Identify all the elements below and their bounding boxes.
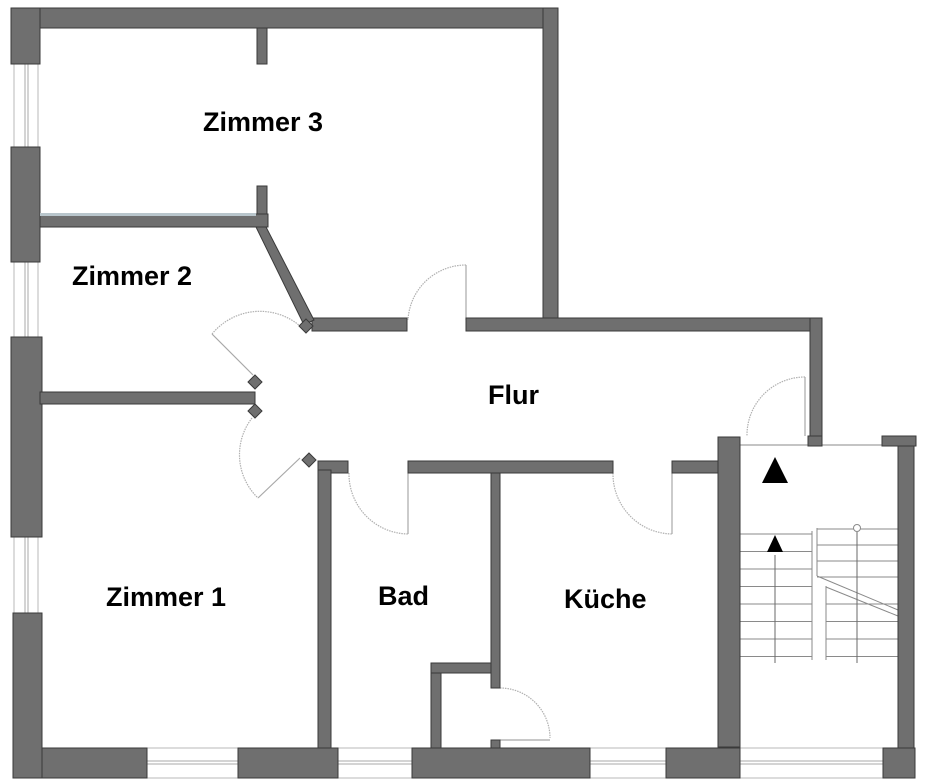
wall-left-1 — [10, 7, 41, 65]
room-label-bad: Bad — [378, 581, 429, 611]
wall-bottom-1 — [41, 747, 148, 779]
door-bad-swing — [348, 472, 409, 535]
wall-bad-left — [317, 469, 332, 749]
wall-bottom-2 — [237, 747, 339, 779]
wall-left-2 — [10, 146, 41, 263]
up-arrow-icon — [762, 457, 788, 483]
wall-zimmer2-bottom — [39, 391, 256, 405]
wall-bad-kueche — [490, 472, 501, 689]
wall-partition-stub-top — [256, 27, 268, 65]
door-stop-3 — [247, 403, 263, 419]
door-zimmer2-leaf — [211, 333, 254, 376]
window-stair-bottom — [739, 747, 884, 779]
doors-layer — [211, 264, 806, 741]
wall-bottom-3 — [411, 747, 591, 779]
walls-layer — [10, 7, 917, 779]
staircase — [740, 444, 899, 663]
window-zimmer1-left — [13, 536, 39, 614]
wall-flur-top-1 — [311, 317, 408, 332]
wall-stair-right-top — [881, 435, 917, 447]
wall-flur-bottom-3 — [671, 460, 723, 474]
wall-bottom-4 — [665, 747, 741, 779]
wall-diagonal — [255, 226, 315, 326]
wall-bottom-5 — [882, 747, 916, 779]
wall-flur-right-base — [807, 435, 823, 447]
door-wc-swing — [499, 687, 551, 739]
wall-left-3 — [10, 336, 43, 538]
window-zimmer1-bottom — [146, 747, 239, 779]
windows-layer — [13, 63, 884, 779]
door-stop-4 — [301, 452, 317, 468]
room-labels: Zimmer 3 Zimmer 2 Flur Zimmer 1 Bad Küch… — [72, 107, 647, 614]
wall-left-4 — [12, 612, 43, 779]
door-entrance-swing — [746, 376, 806, 437]
wall-glass-strip — [40, 213, 256, 216]
wall-top — [39, 7, 544, 29]
room-label-kueche: Küche — [564, 584, 647, 614]
wall-flur-top-2 — [465, 317, 823, 332]
wall-wc-left — [430, 672, 442, 749]
up-arrow-icon — [767, 535, 783, 552]
door-zimmer1-leaf — [257, 457, 301, 499]
door-zimmer3-swing — [407, 264, 467, 321]
window-bad-bottom — [337, 747, 413, 779]
door-stop-1 — [298, 318, 314, 334]
room-label-zimmer-1: Zimmer 1 — [106, 582, 226, 612]
wall-wc-top — [430, 662, 492, 674]
door-kueche-swing — [612, 472, 673, 535]
door-zimmer2-swing — [211, 310, 301, 335]
room-label-zimmer-3: Zimmer 3 — [203, 107, 323, 137]
stair-cut-line-2 — [825, 586, 899, 617]
wall-flur-right — [809, 317, 823, 445]
wall-wc-stub — [490, 739, 501, 749]
door-stop-2 — [247, 374, 263, 390]
room-label-flur: Flur — [488, 380, 539, 410]
wall-zimmer3-right — [542, 7, 559, 324]
wall-stair-left — [717, 436, 741, 748]
room-label-zimmer-2: Zimmer 2 — [72, 261, 192, 291]
wall-flur-bottom-2 — [407, 460, 614, 474]
window-zimmer3-left — [13, 63, 39, 148]
stair-start-marker — [853, 524, 861, 532]
window-kueche-bottom — [589, 747, 667, 779]
window-zimmer2-left — [13, 261, 39, 338]
door-zimmer1-swing — [238, 417, 259, 499]
wall-stair-right — [897, 445, 915, 749]
